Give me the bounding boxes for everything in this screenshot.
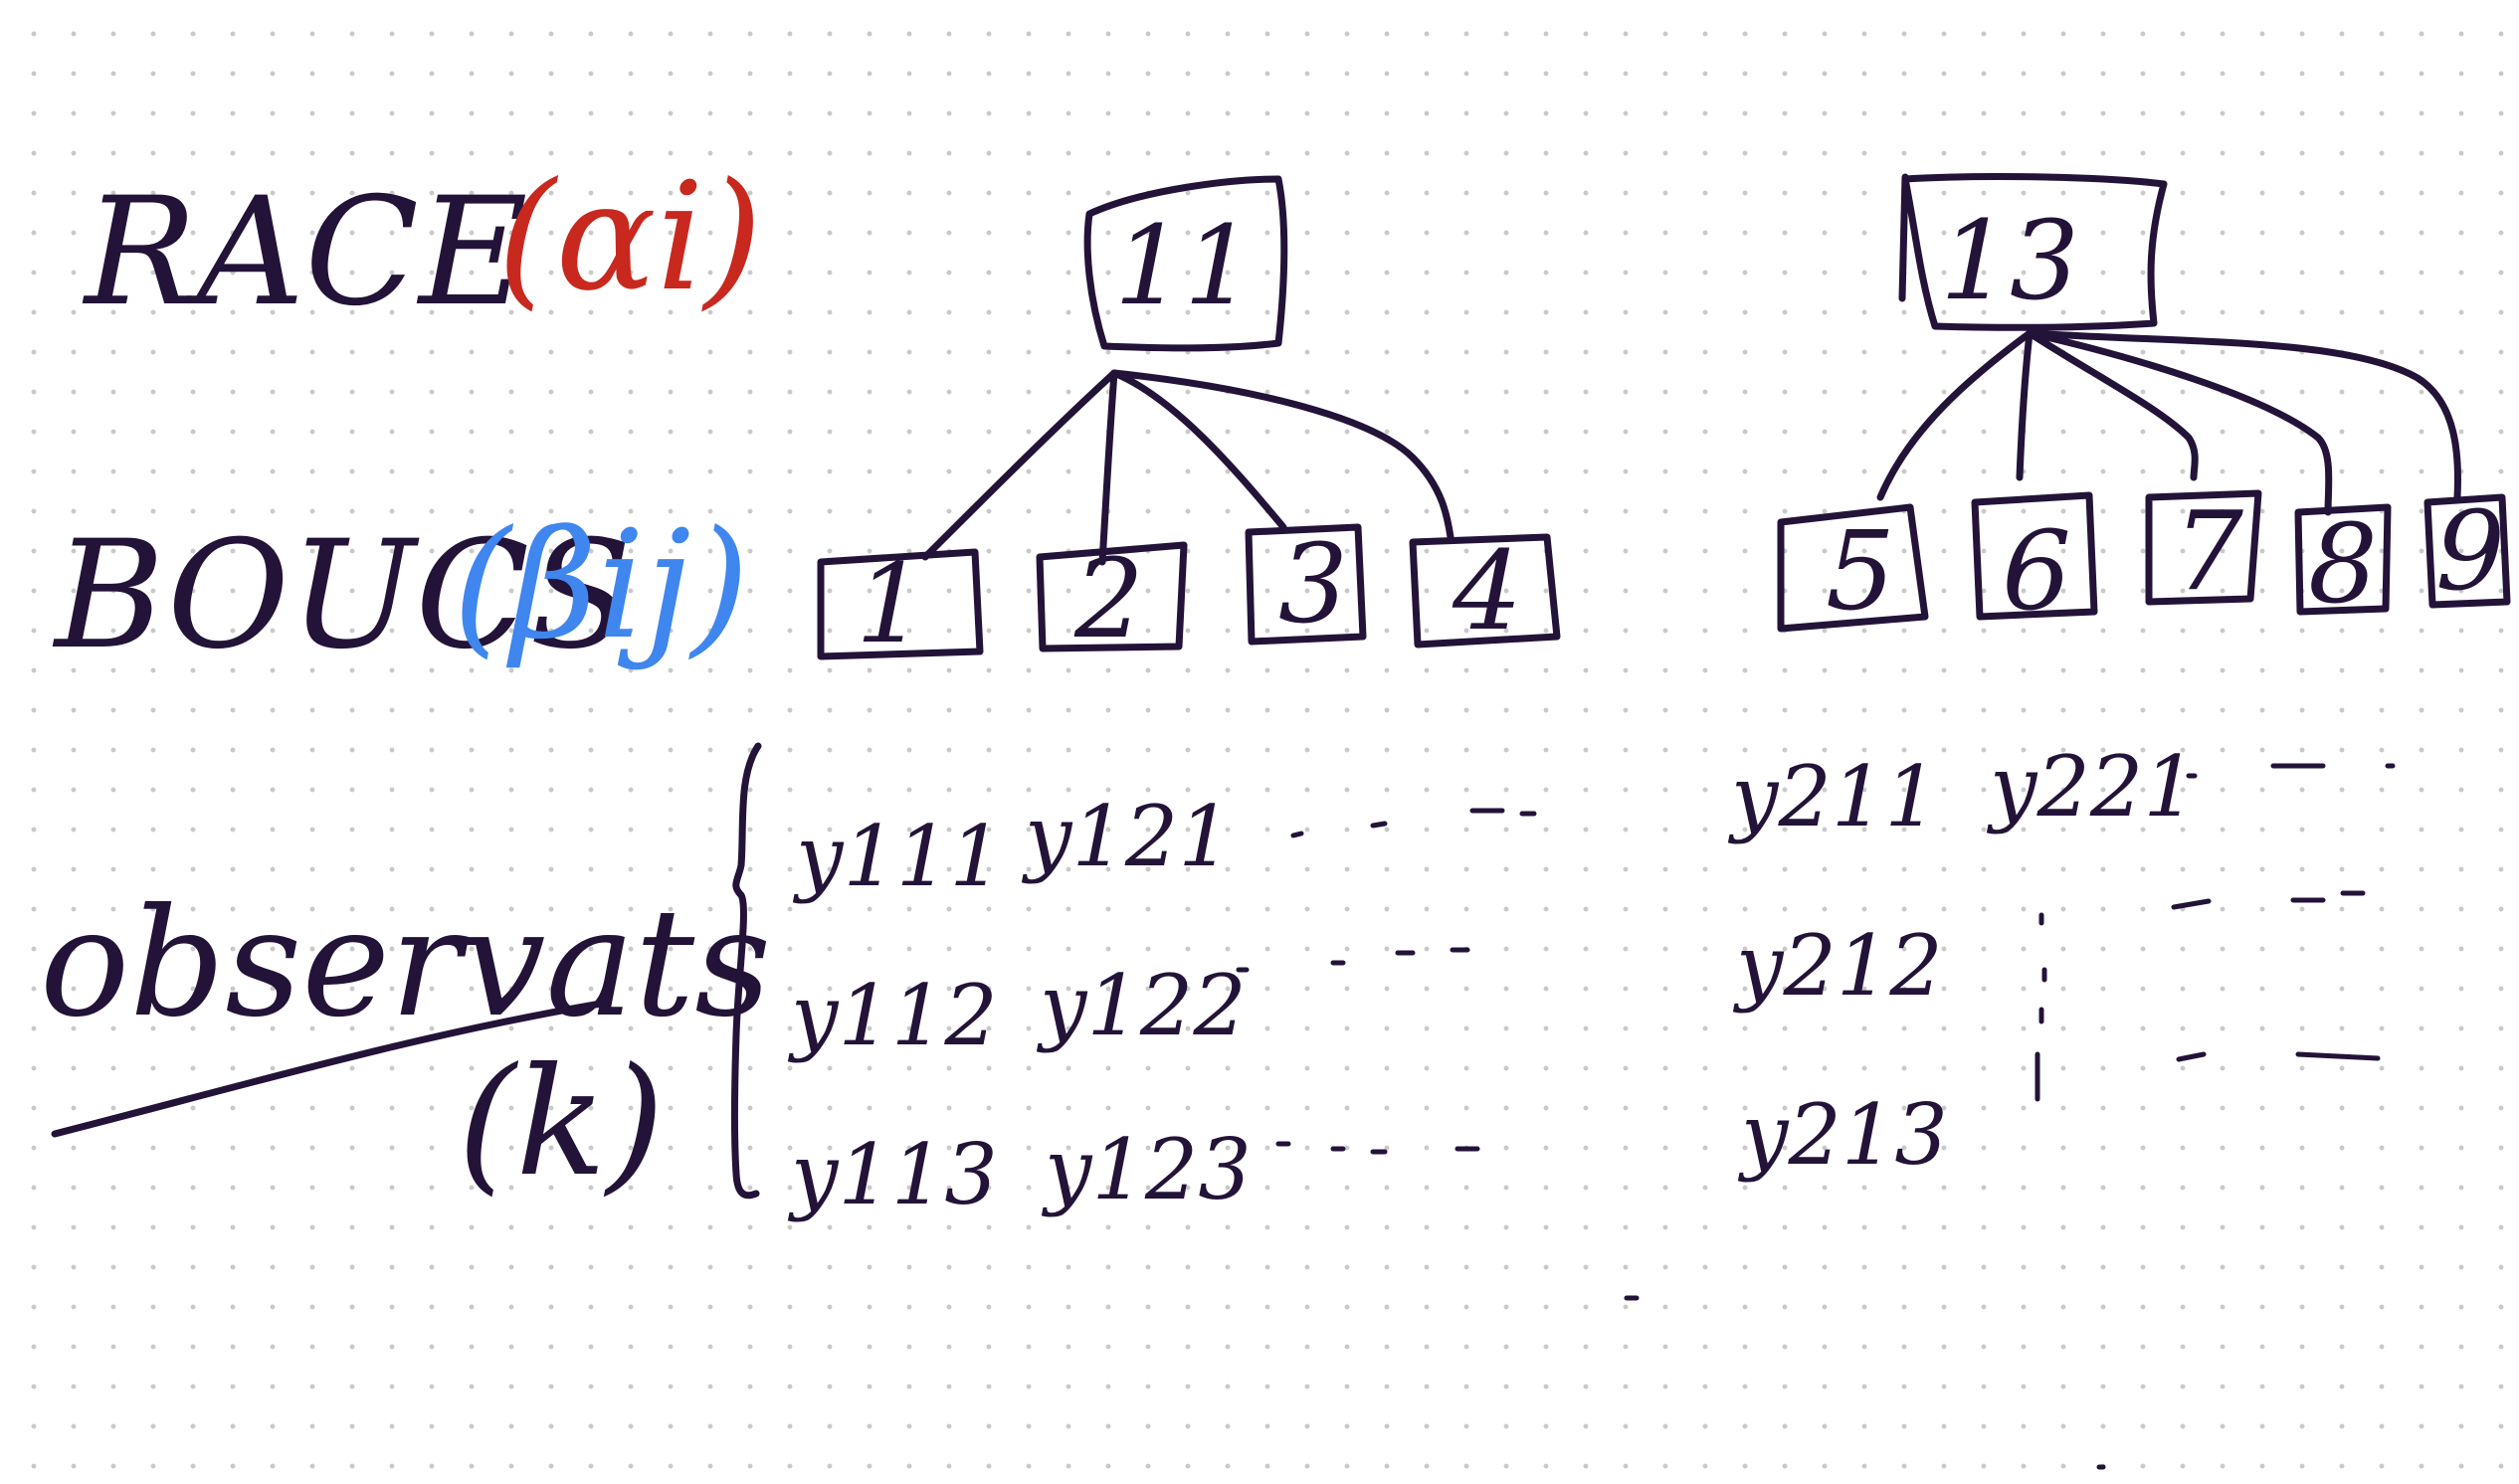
branch-13-5 [1876, 329, 2034, 501]
right-tree: 13 5 6 7 8 9 [1777, 173, 2511, 635]
continuation-dashes-row3 [1275, 1141, 1480, 1155]
child-label-4: 4 [1452, 527, 1522, 654]
branch-13-9 [2026, 329, 2462, 501]
obs-y113: y113 [787, 1126, 998, 1223]
child-label-7: 7 [2174, 487, 2243, 615]
branch-11-3 [1110, 369, 1287, 531]
observations-brace [731, 742, 762, 1200]
root-box-left [1083, 175, 1288, 352]
continuation-dashes-r2 [2171, 890, 2366, 910]
branch-13-7 [2026, 329, 2199, 481]
obs-y122: y122 [1036, 957, 1247, 1054]
child-box-3 [1245, 523, 1367, 646]
observations-right: y211 y212 y213 y221 [1727, 738, 2396, 1184]
root-label-left: 11 [1114, 202, 1254, 329]
child-box-8 [2294, 503, 2392, 616]
root-box-right-side [1898, 173, 1909, 302]
child-box-6 [1971, 491, 2098, 621]
child-box-4 [1409, 533, 1561, 649]
continuation-dashes-r1 [2186, 763, 2396, 779]
obs-y112: y112 [787, 967, 998, 1064]
branch-13-8 [2026, 329, 2333, 516]
child-label-3: 3 [1278, 520, 1348, 648]
left-tree: 11 1 2 3 4 [817, 175, 1561, 667]
obs-y111: y111 [792, 808, 1003, 905]
child-box-7 [2145, 489, 2262, 606]
boucs-param: (βij) [453, 499, 749, 672]
race-label: RACE [82, 166, 528, 339]
boucs-label: BOUCS [52, 509, 632, 682]
obs-y211: y211 [1727, 748, 1938, 845]
branch-11-2 [1098, 369, 1118, 566]
child-label-6: 6 [2002, 507, 2071, 635]
obs-y121: y121 [1021, 788, 1232, 885]
child-label-9: 9 [2435, 487, 2505, 615]
branch-11-1 [921, 369, 1118, 561]
obs-y221: y221 [1986, 738, 2197, 835]
branch-13-6 [2016, 329, 2034, 481]
child-label-8: 8 [2308, 500, 2378, 628]
root-box-right [1901, 173, 2168, 331]
observations-underline [51, 999, 611, 1138]
continuation-vertical [2035, 912, 2047, 1102]
observations-label: observats [40, 877, 771, 1050]
branch-11-4 [1110, 369, 1454, 541]
obs-y212: y212 [1732, 917, 1943, 1015]
observations-left: y111 y112 y113 y121 y122 y123 [787, 788, 1537, 1223]
child-label-2: 2 [1073, 535, 1144, 662]
child-label-5: 5 [1826, 507, 1895, 635]
continuation-dashes-row2 [1236, 947, 1470, 973]
root-label-right: 13 [1940, 197, 2079, 324]
race-param: (αi) [497, 151, 762, 324]
continuation-dashes-r3 [2176, 1051, 2381, 1062]
obs-y123: y123 [1041, 1121, 1252, 1218]
child-box-9 [2423, 493, 2511, 609]
obs-y213: y213 [1737, 1086, 1948, 1184]
continuation-dashes-row1 [1290, 808, 1537, 838]
child-label-1: 1 [856, 540, 925, 667]
child-box-1 [817, 548, 984, 660]
child-box-5 [1777, 503, 1929, 633]
observations-param: (k) [458, 1036, 665, 1209]
child-box-2 [1036, 541, 1188, 652]
